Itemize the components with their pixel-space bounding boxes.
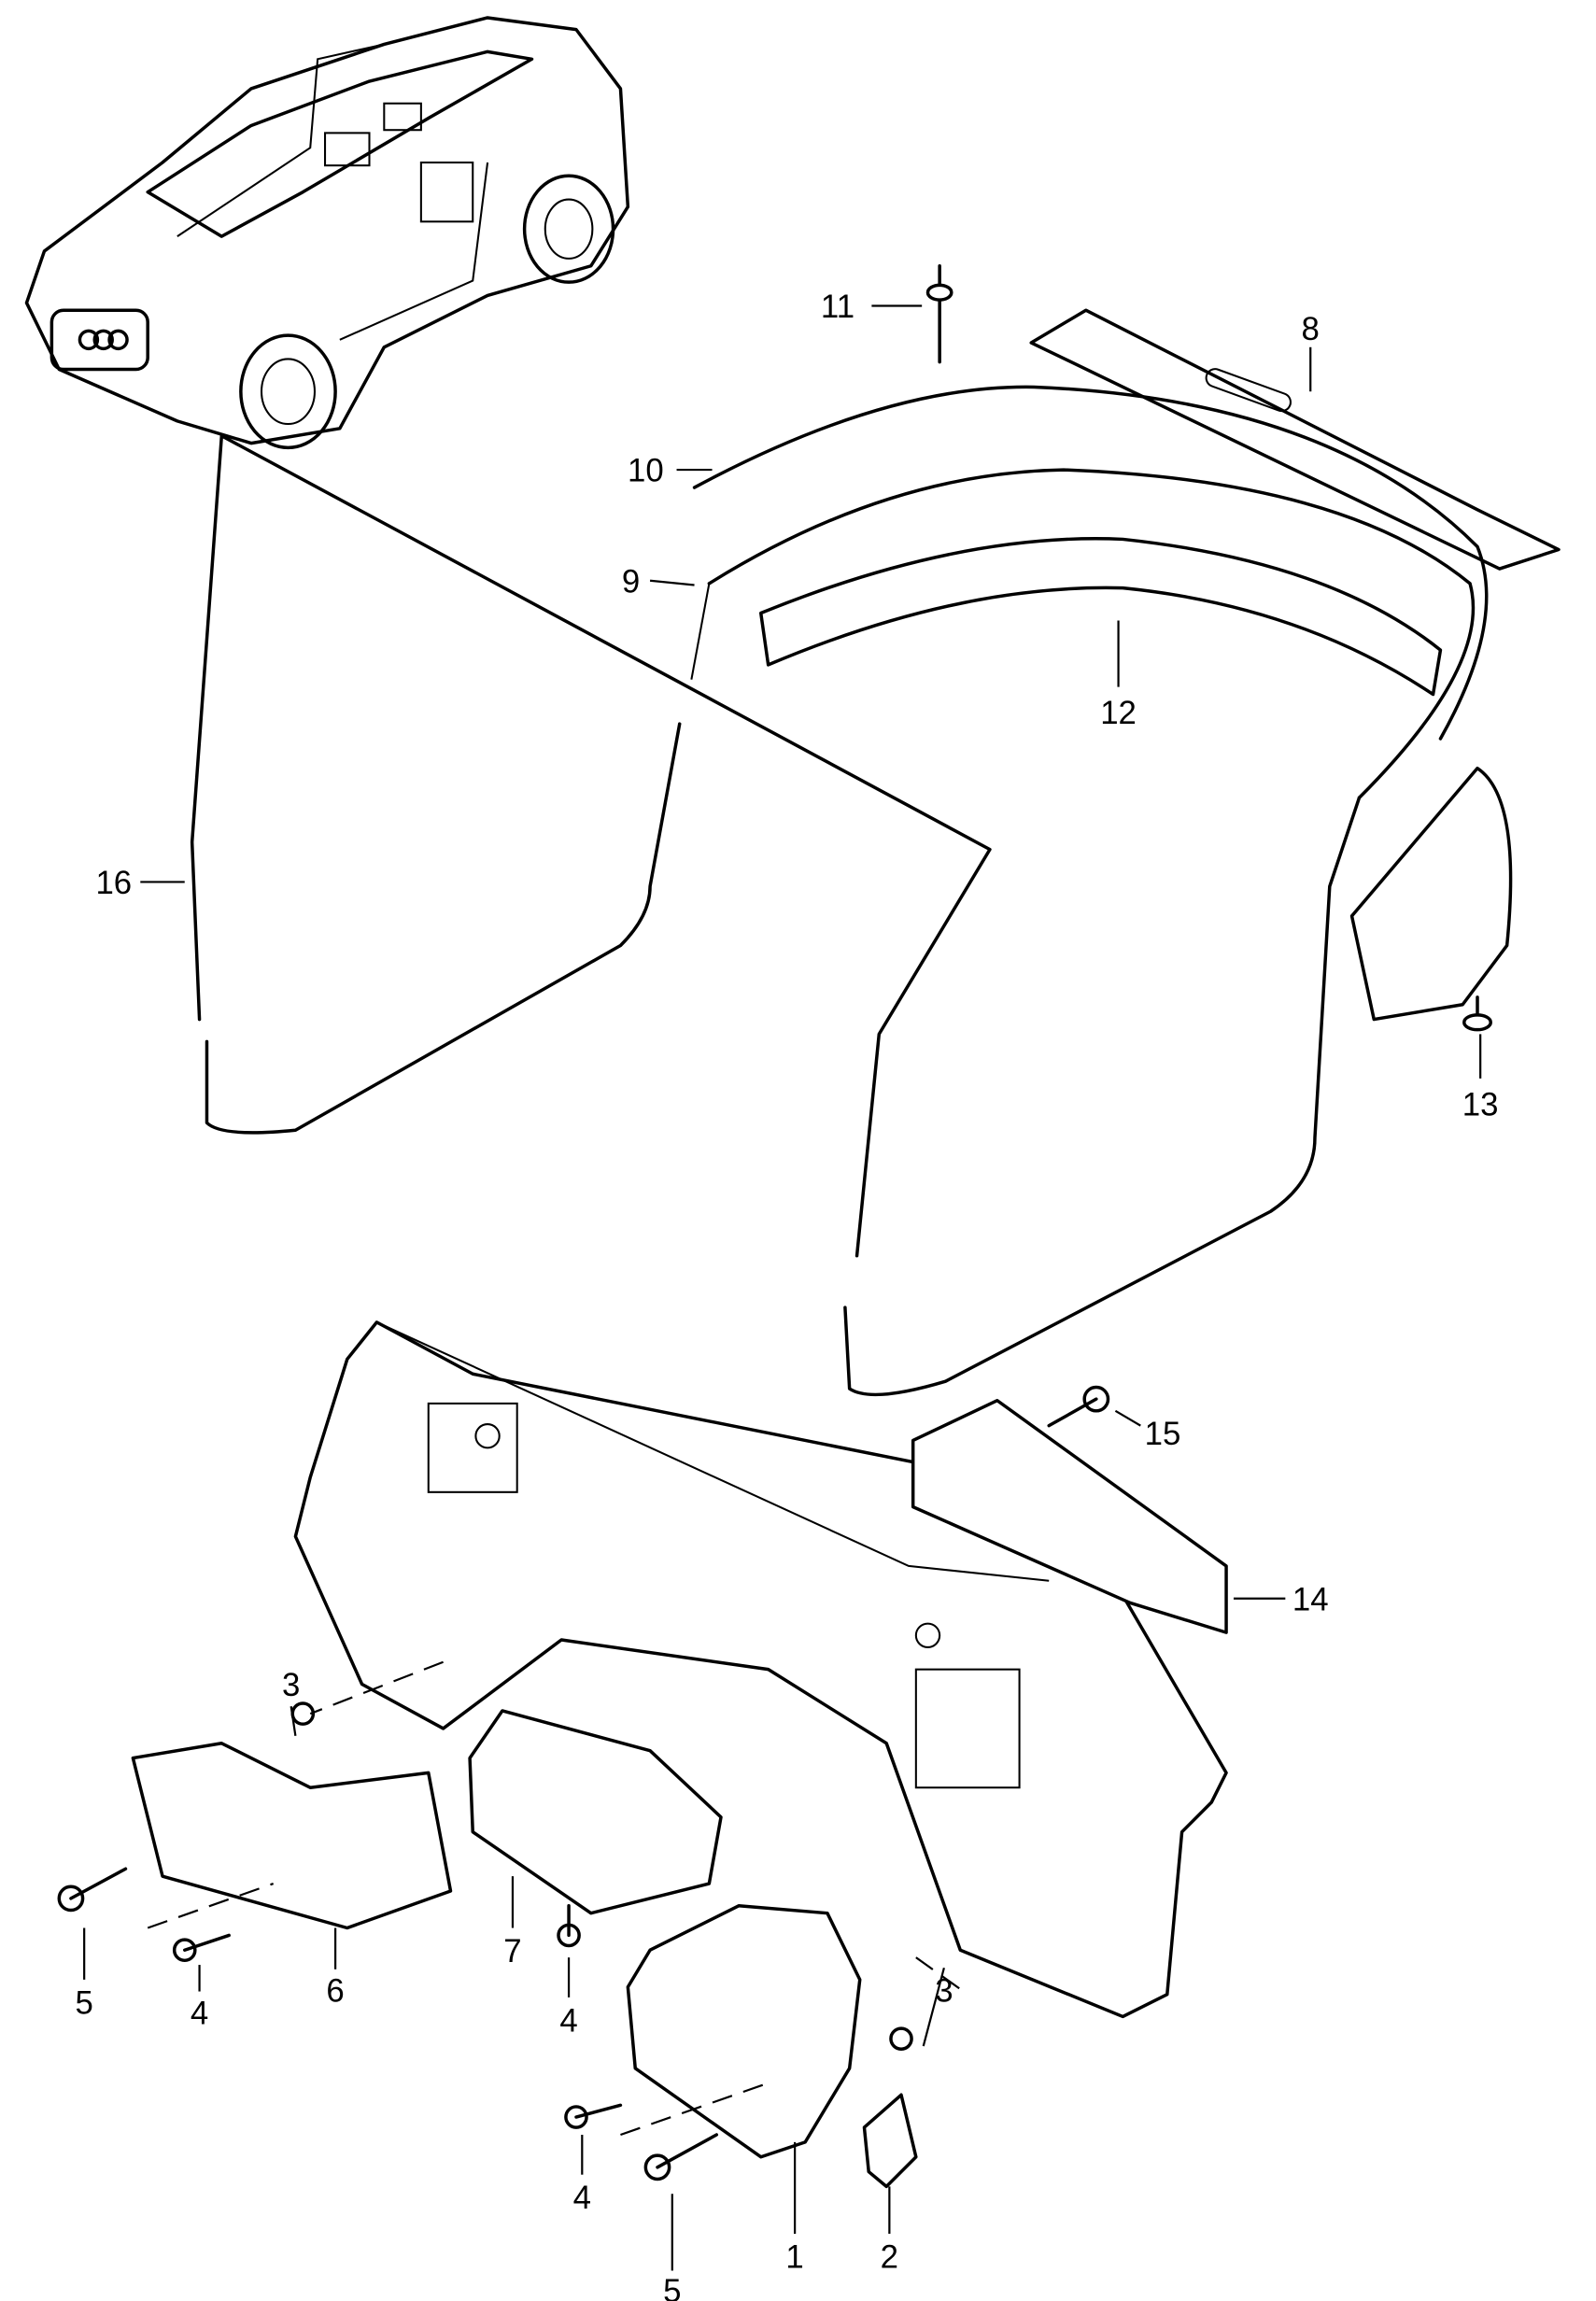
- callout-labels: 11 8 10 9 12 16 13 15 14 3 5 4 6 7 4 3 4…: [75, 289, 1498, 2301]
- part-13-side-panel: [1349, 766, 1513, 1022]
- callout-11: 11: [821, 289, 854, 325]
- callout-10: 10: [628, 453, 664, 489]
- part-6-duct: [131, 1742, 453, 1930]
- part-1-duct: [626, 1904, 862, 2159]
- part-14-storage-box: [911, 1398, 1228, 1634]
- callout-5: 5: [75, 1984, 92, 2021]
- callout-3: 3: [935, 1973, 953, 2010]
- callout-1: 1: [785, 2238, 803, 2275]
- callout-3: 3: [282, 1667, 300, 1703]
- part-12-trim-panel: [758, 537, 1443, 697]
- callout-9: 9: [622, 563, 640, 600]
- callout-7: 7: [503, 1933, 521, 1969]
- callout-14: 14: [1292, 1581, 1329, 1617]
- fasteners: [57, 264, 1492, 2181]
- door-seal-right: [843, 796, 1362, 1397]
- callout-leaders: [83, 304, 1482, 2271]
- callout-4: 4: [191, 1995, 208, 2031]
- callout-12: 12: [1100, 695, 1137, 731]
- callout-16: 16: [95, 865, 132, 901]
- part-16-frame-seal: [190, 433, 992, 1258]
- callout-15: 15: [1145, 1416, 1181, 1452]
- callout-8: 8: [1302, 311, 1320, 347]
- part-2-cap: [862, 2093, 918, 2189]
- callout-4: 4: [573, 2180, 591, 2216]
- callout-13: 13: [1462, 1086, 1499, 1122]
- part-7-duct: [468, 1709, 723, 1915]
- callout-5: 5: [663, 2273, 681, 2301]
- car-overview-illustration: [24, 16, 630, 450]
- part-16-door-seal-left: [205, 722, 682, 1135]
- part-8-rear-panel: [1029, 308, 1561, 571]
- callout-2: 2: [881, 2238, 898, 2275]
- callout-4: 4: [559, 2002, 577, 2039]
- part-9-seal: [707, 468, 1476, 800]
- dash-insulation-panel: [293, 1320, 1228, 2019]
- part-10-trim-strip: [692, 385, 1489, 741]
- callout-6: 6: [326, 1973, 344, 2010]
